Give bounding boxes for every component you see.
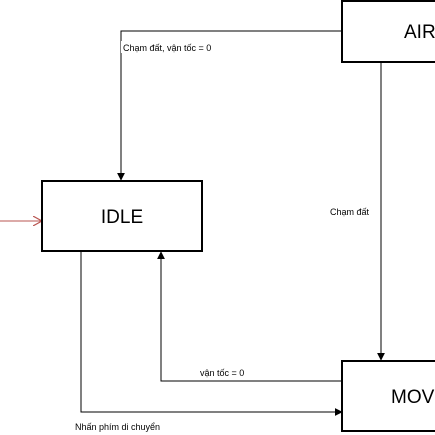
edge-idle-to-move-label: Nhấn phím di chuyển [75,422,160,432]
edge-air-to-move-label: Chạm đất [330,207,370,217]
edge-idle-to-move [80,252,343,416]
edge-air-to-idle-label-bg [121,41,233,53]
state-air: AIR [341,0,435,63]
state-move: MOVE [341,360,435,432]
state-idle: IDLE [41,180,203,252]
edge-move-to-idle-label: vận tốc = 0 [200,368,244,378]
state-move-label: MOVE [391,387,435,408]
state-air-label: AIR [404,22,435,43]
state-idle-label: IDLE [101,207,143,228]
edge-air-to-move-label-bg [329,205,379,217]
edge-move-to-idle-label-bg [198,367,256,378]
edge-air-to-idle [117,30,342,181]
edge-move-to-idle [157,251,342,382]
edge-air-to-idle-label: Chạm đất, vận tốc = 0 [123,43,211,53]
